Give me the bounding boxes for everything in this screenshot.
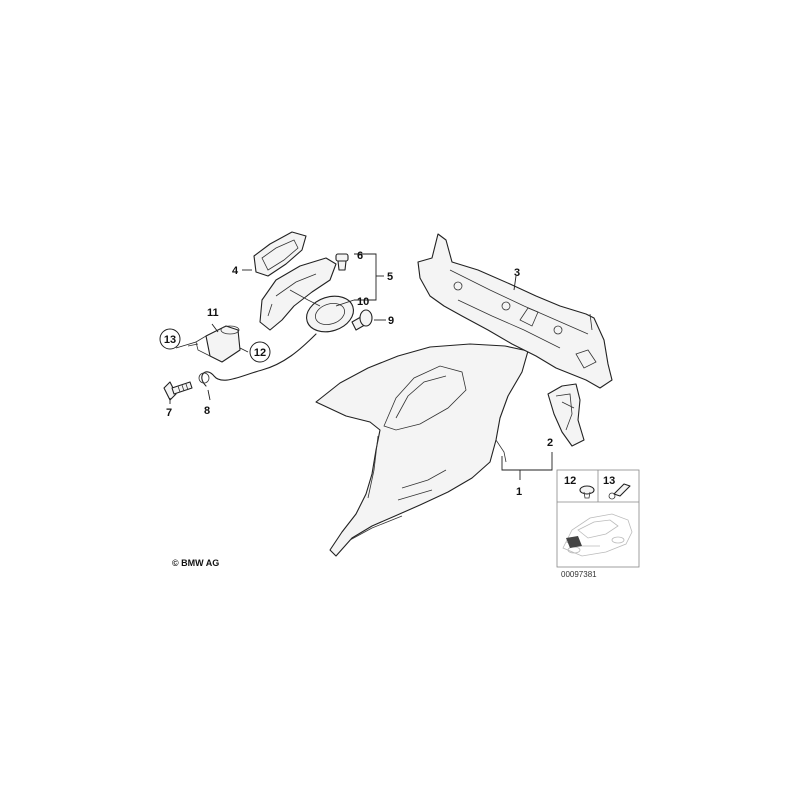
bracket-part [547, 383, 585, 447]
rear-panel-part [417, 233, 613, 389]
inset-callout-13: 13 [603, 475, 615, 487]
image-number: 00097381 [561, 570, 597, 579]
callout-1: 1 [516, 486, 522, 498]
callout-12-circle [249, 341, 271, 363]
callout-3: 3 [514, 267, 520, 279]
callout-7: 7 [166, 407, 172, 419]
callout-10: 10 [357, 296, 369, 308]
inset-callout-12: 12 [564, 475, 576, 487]
callout-5: 5 [387, 271, 393, 283]
callout-2: 2 [547, 437, 553, 449]
side-panel-part [315, 343, 529, 557]
screw-7-part [163, 381, 193, 401]
callout-labels: 1 2 3 4 5 6 7 8 9 10 11 12 13 [159, 250, 553, 498]
inset-box: 12 13 00097381 [556, 469, 640, 579]
clip-12-icon [579, 485, 595, 499]
callout-13: 13 [164, 334, 176, 346]
callout-9: 9 [388, 315, 394, 327]
fuel-flap-part [253, 231, 307, 277]
bolt-9-part [351, 309, 373, 331]
release-cable-part [198, 333, 317, 387]
actuator-part [187, 325, 241, 363]
screw-6-part [335, 253, 349, 271]
clip-13-icon [608, 483, 631, 500]
copyright-text: © BMW AG [172, 558, 219, 568]
filler-housing-part [259, 257, 354, 333]
callout-6: 6 [357, 250, 363, 262]
callout-12: 12 [254, 347, 266, 359]
callout-4: 4 [232, 265, 239, 277]
callout-13-circle [159, 328, 181, 350]
car-thumbnail-icon [562, 513, 633, 557]
callout-8: 8 [204, 405, 210, 417]
leader-lines [169, 253, 553, 480]
callout-11: 11 [207, 307, 219, 319]
